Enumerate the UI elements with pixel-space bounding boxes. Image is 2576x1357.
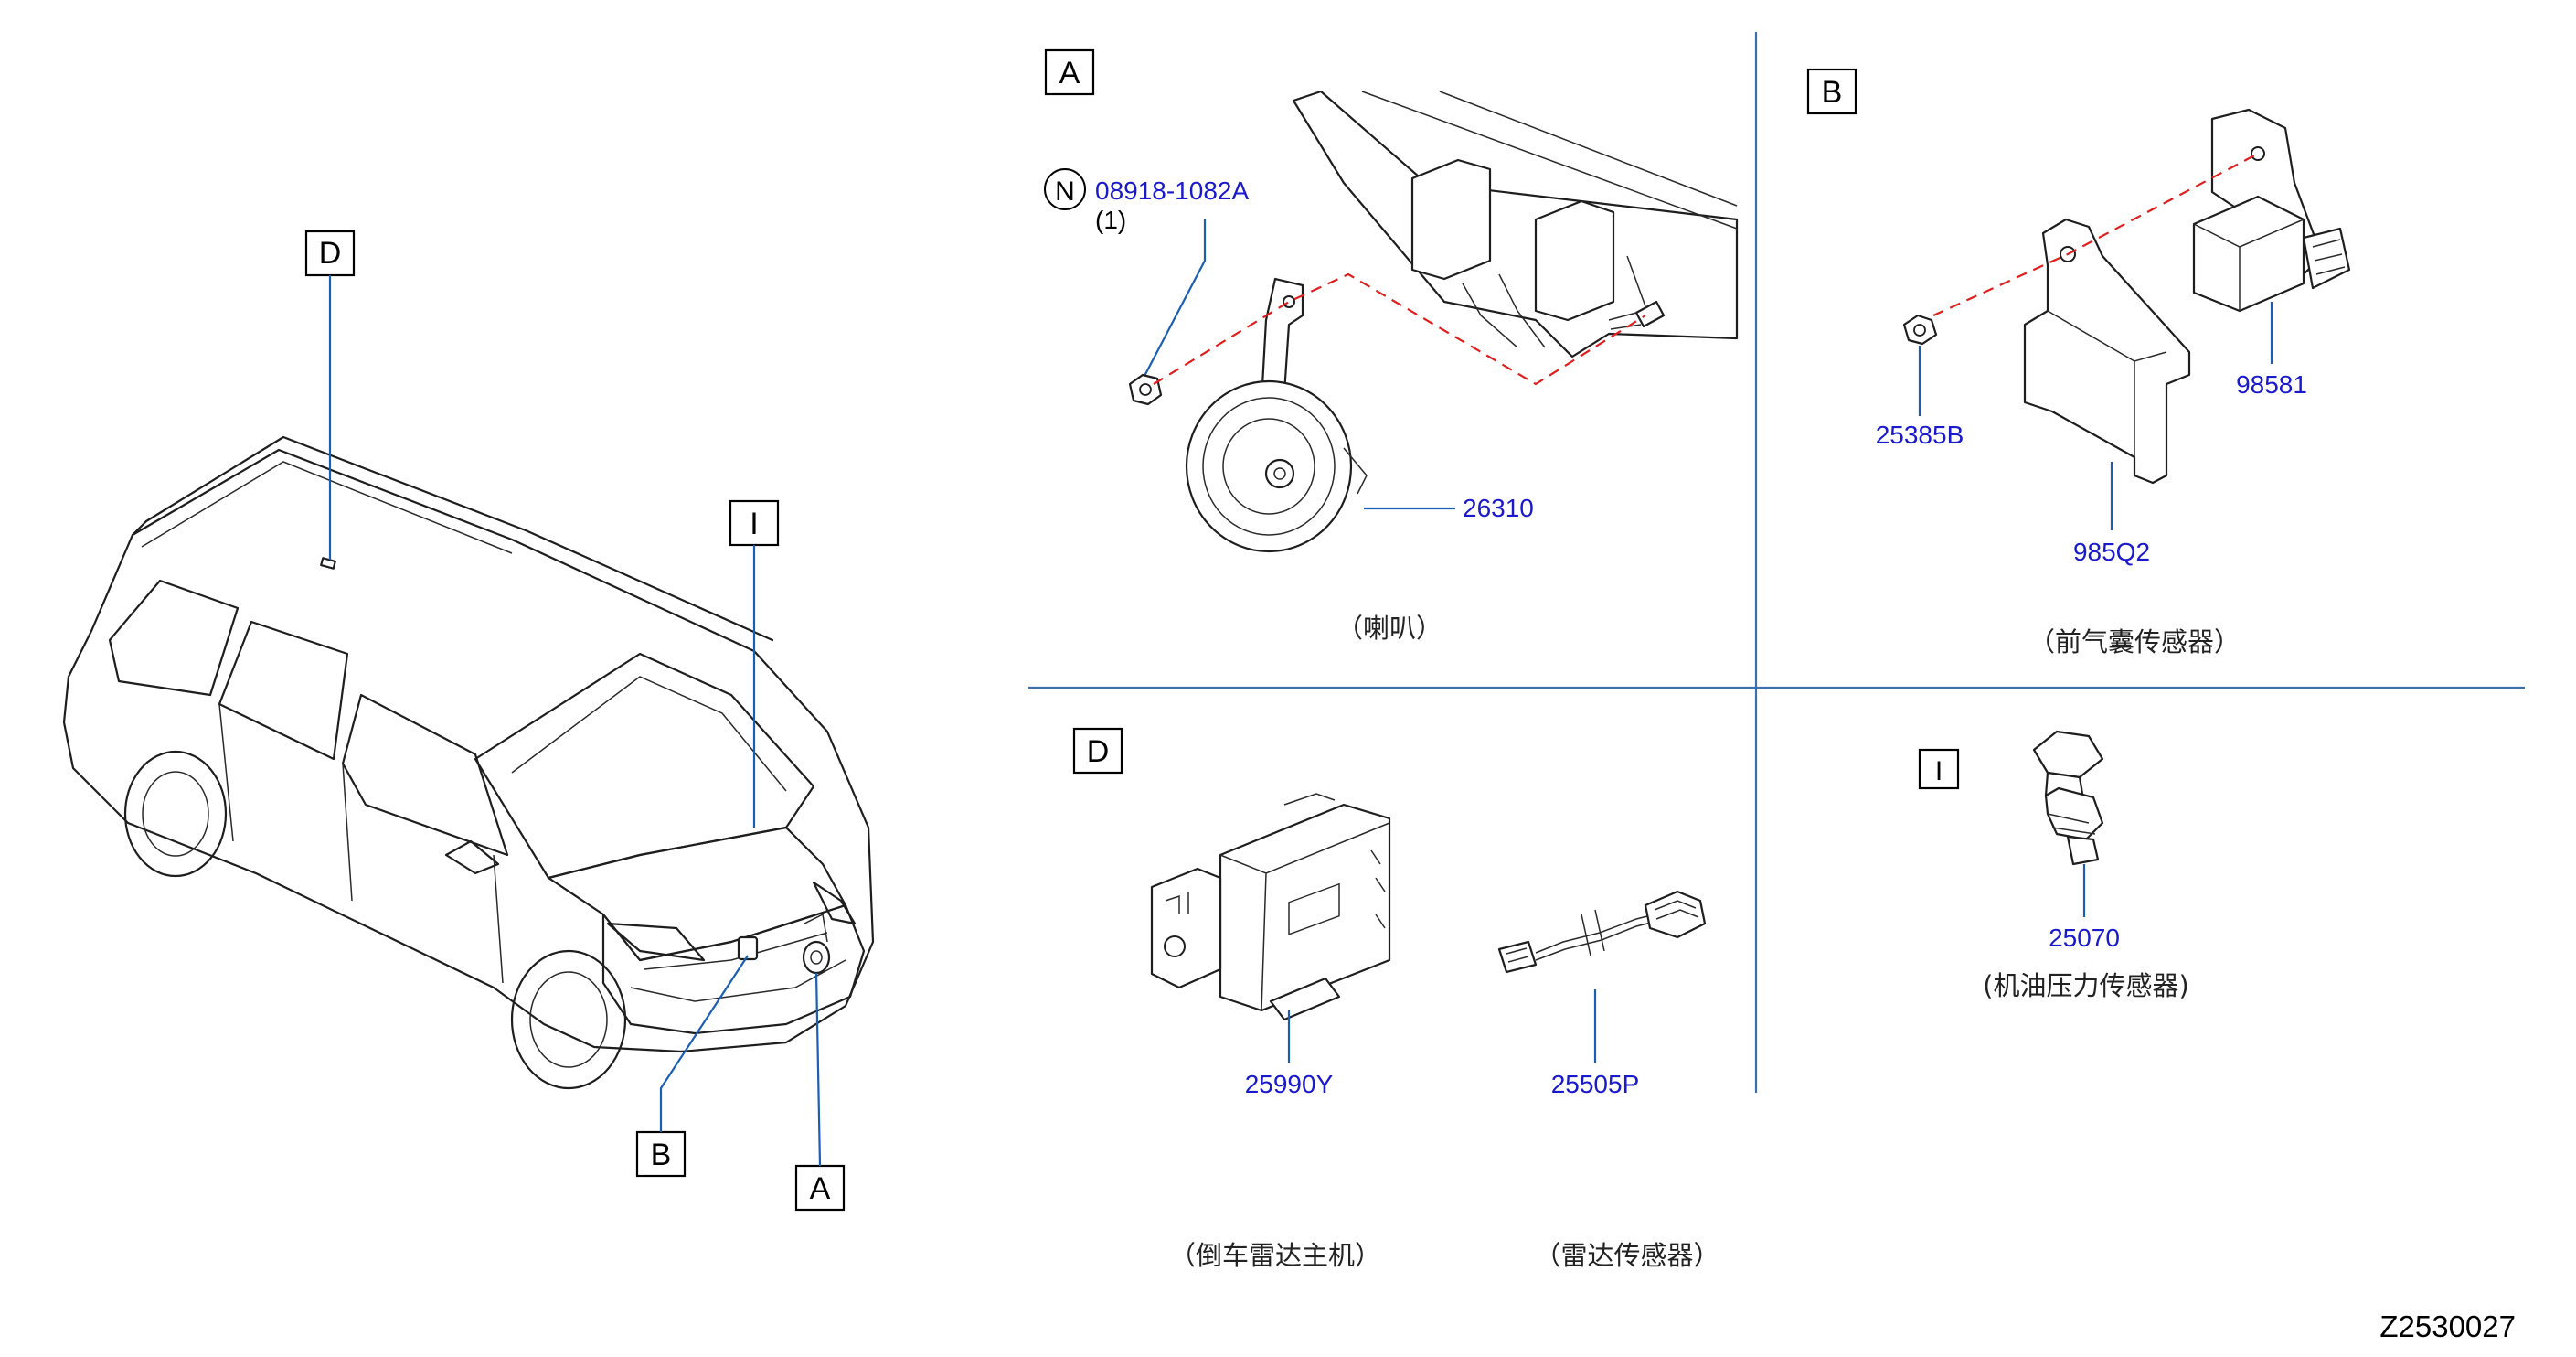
caption-airbag-sensor: （前气囊传感器） bbox=[2028, 626, 2241, 657]
part-no-26310[interactable]: 26310 bbox=[1463, 494, 1534, 522]
nut-drawing bbox=[1128, 373, 1163, 406]
horn-drawing bbox=[1185, 277, 1368, 553]
panel-i-label-text: I bbox=[1935, 756, 1943, 786]
assembly-line-b bbox=[1932, 153, 2259, 317]
vehicle-callout-d-text: D bbox=[319, 236, 342, 271]
leader-nut-a bbox=[1142, 219, 1207, 380]
nut-symbol-n-text: N bbox=[1055, 176, 1075, 207]
vehicle-overview: D I B A bbox=[62, 230, 875, 1212]
part-no-08918-1082a[interactable]: 08918-1082A bbox=[1095, 176, 1249, 205]
caption-horn: （喇叭） bbox=[1336, 613, 1442, 644]
nut-quantity: (1) bbox=[1095, 206, 1126, 234]
part-no-25070[interactable]: 25070 bbox=[2049, 924, 2120, 952]
vehicle-callout-a[interactable]: A bbox=[794, 1164, 846, 1212]
panel-b-airbag-sensor: B 25385B 98581 bbox=[1806, 68, 2351, 657]
radar-sensor-drawing bbox=[1497, 890, 1707, 974]
part-no-98581[interactable]: 98581 bbox=[2236, 370, 2307, 399]
panel-b-label-text: B bbox=[1822, 75, 1843, 110]
part-no-25385b[interactable]: 25385B bbox=[1876, 421, 1964, 449]
panel-d-parking-radar: D 25990Y 25505P （倒车雷达主机） bbox=[1072, 727, 1720, 1271]
panel-i-label[interactable]: I bbox=[1918, 748, 1960, 790]
leader-vehicle-b bbox=[659, 955, 749, 1132]
panel-a-horn: A N 08918-1082A (1) bbox=[1044, 48, 1739, 644]
part-no-985q2[interactable]: 985Q2 bbox=[2073, 538, 2150, 566]
panel-b-label[interactable]: B bbox=[1806, 68, 1857, 115]
panel-a-label[interactable]: A bbox=[1044, 48, 1095, 96]
vehicle-callout-i[interactable]: I bbox=[729, 499, 780, 547]
vehicle-callout-i-text: I bbox=[750, 507, 758, 541]
panel-d-label-text: D bbox=[1087, 734, 1110, 769]
caption-radar-sensor: （雷达传感器） bbox=[1534, 1240, 1719, 1271]
panel-a-label-text: A bbox=[1059, 56, 1080, 91]
caption-radar-unit: （倒车雷达主机） bbox=[1169, 1240, 1381, 1271]
radar-control-unit-drawing bbox=[1150, 793, 1391, 1021]
body-bracket-drawing bbox=[1292, 90, 1739, 358]
part-no-25990y[interactable]: 25990Y bbox=[1245, 1070, 1334, 1098]
airbag-sensor-drawing bbox=[2192, 195, 2351, 313]
panel-d-label[interactable]: D bbox=[1072, 727, 1123, 775]
vehicle-callout-b-text: B bbox=[651, 1138, 672, 1172]
vehicle-callout-b[interactable]: B bbox=[635, 1130, 687, 1178]
nut-symbol-n: N bbox=[1044, 168, 1086, 210]
panel-dividers bbox=[1028, 32, 2525, 1093]
sensor-bracket-lower-drawing bbox=[2023, 218, 2191, 485]
caption-oil-pressure-sensor: (机油压力传感器) bbox=[1983, 970, 2189, 1001]
part-no-25505p[interactable]: 25505P bbox=[1551, 1070, 1640, 1098]
vehicle-callout-a-text: A bbox=[810, 1171, 831, 1206]
vehicle-drawing bbox=[62, 435, 875, 1090]
diagram-reference-number: Z2530027 bbox=[2379, 1309, 2516, 1343]
nut-b-drawing bbox=[1902, 314, 1938, 346]
vehicle-callout-d[interactable]: D bbox=[304, 230, 356, 277]
oil-pressure-sensor-drawing bbox=[2032, 730, 2104, 866]
assembly-line-a bbox=[1153, 272, 1646, 386]
panel-i-oil-pressure-sensor: I 25070 (机油压力传感器) bbox=[1918, 730, 2189, 1001]
leader-vehicle-a bbox=[814, 972, 822, 1167]
